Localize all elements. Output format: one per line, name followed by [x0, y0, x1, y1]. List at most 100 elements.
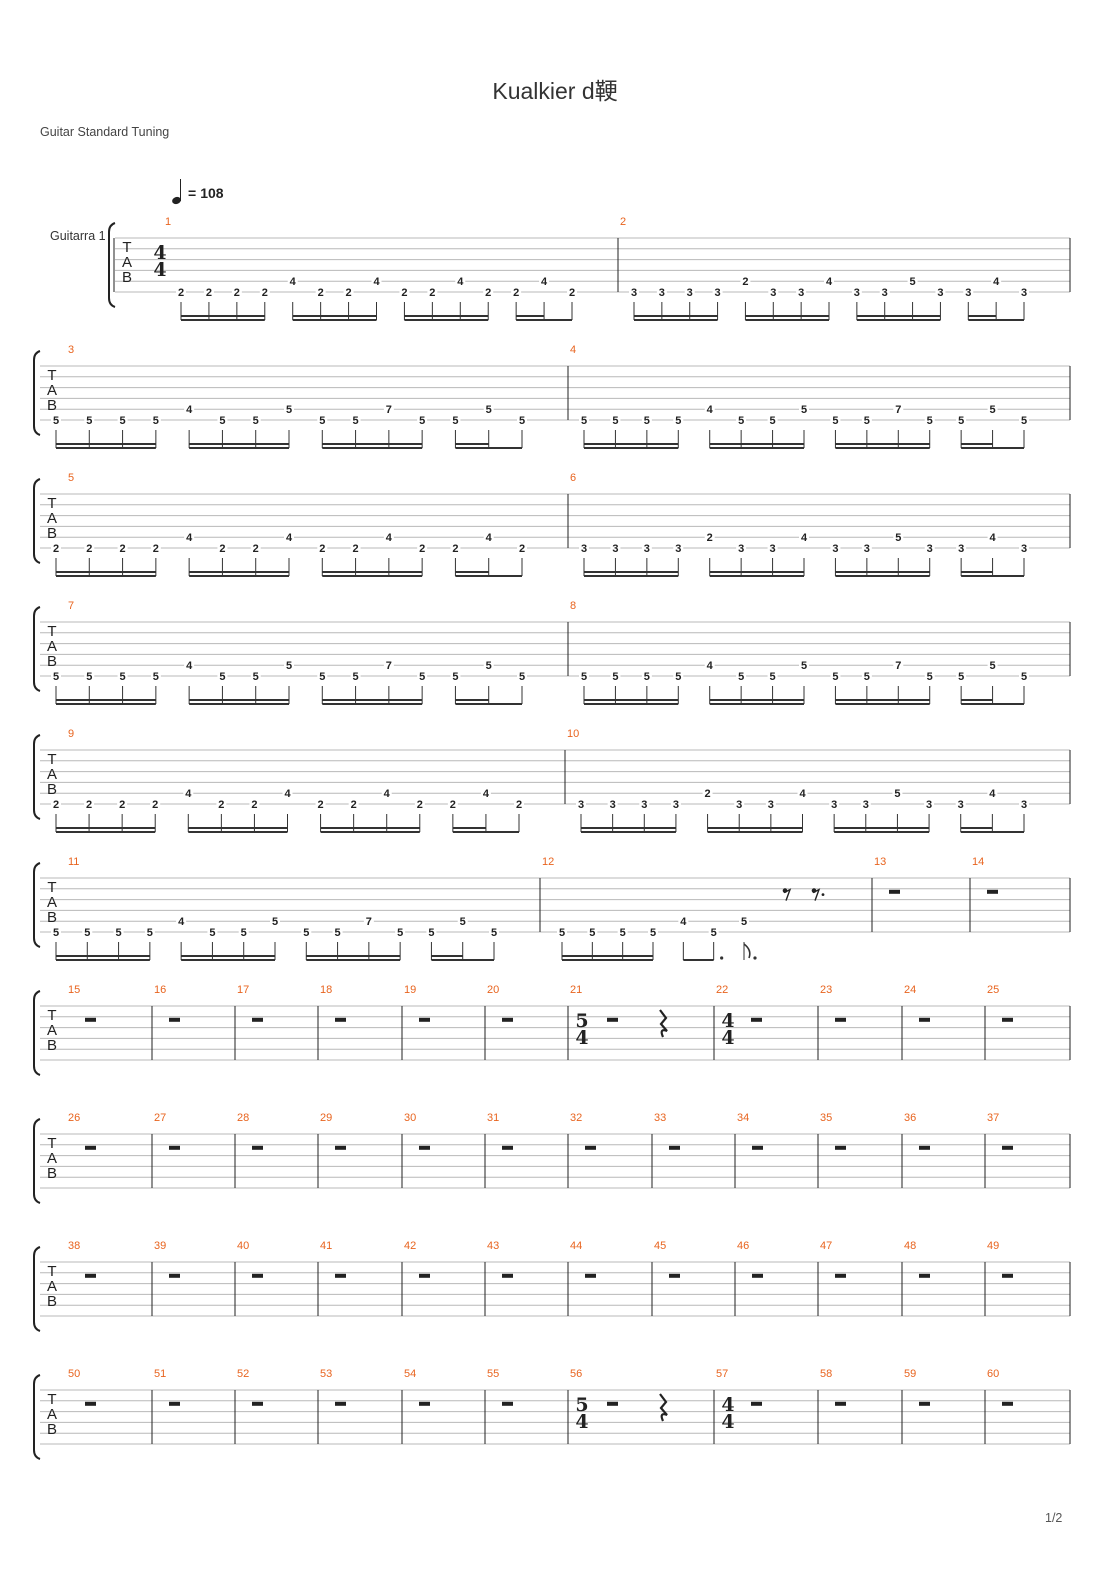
fret-bg	[704, 404, 715, 416]
fret-bg	[51, 927, 61, 938]
fret-bg	[371, 276, 382, 288]
fret-bg	[217, 671, 228, 682]
fret-number: 4	[286, 532, 293, 544]
fret-bg	[301, 927, 312, 938]
whole-rest	[335, 1017, 346, 1022]
fret-number: 3	[958, 543, 964, 555]
fret-bg	[517, 415, 527, 426]
fret-bg	[483, 287, 494, 298]
fret-bg	[238, 927, 249, 938]
fret-number: 2	[450, 799, 456, 811]
tab-clef-letter: T	[47, 1007, 56, 1024]
whole-rest	[252, 1017, 263, 1022]
fret-number: 5	[927, 415, 933, 427]
fret-number: 5	[272, 916, 278, 928]
fret-number: 5	[253, 671, 259, 683]
fret-bg	[450, 543, 461, 554]
measure-number: 9	[68, 728, 74, 740]
whole-rest	[502, 1017, 513, 1022]
fret-bg	[656, 287, 667, 298]
system-bracket	[33, 734, 41, 820]
tab-clef-letter: B	[47, 781, 57, 798]
time-signature-top: 4	[153, 242, 166, 264]
quarter-rest	[659, 1393, 668, 1422]
measure-number: 28	[237, 1112, 249, 1124]
measure-number: 22	[716, 984, 728, 996]
fret-number: 4	[707, 404, 714, 416]
fret-bg	[610, 415, 621, 426]
fret-bg	[417, 415, 428, 426]
tab-clef-letter: A	[47, 510, 57, 527]
whole-rest	[419, 1401, 430, 1406]
system-bracket	[108, 222, 116, 308]
fret-bg	[987, 532, 998, 544]
fret-bg	[511, 287, 522, 298]
fret-number: 5	[219, 415, 225, 427]
fret-bg	[924, 799, 935, 810]
fret-bg	[956, 671, 967, 682]
fret-number: 5	[832, 415, 838, 427]
fret-number: 5	[419, 415, 425, 427]
fret-number: 3	[958, 799, 964, 811]
measure-number: 35	[820, 1112, 832, 1124]
fret-bg	[641, 671, 652, 682]
fret-number: 4	[186, 660, 193, 672]
fret-number: 3	[578, 799, 584, 811]
fret-bg	[767, 543, 778, 554]
measure-number: 24	[904, 984, 916, 996]
fret-number: 2	[86, 799, 92, 811]
tab-clef-letter: A	[47, 638, 57, 655]
system-bracket	[33, 350, 41, 436]
measure-number: 27	[154, 1112, 166, 1124]
fret-number: 4	[486, 532, 493, 544]
tab-clef-letter: T	[47, 1391, 56, 1408]
time-signature-bottom: 4	[575, 1027, 588, 1049]
fret-bg	[1019, 799, 1029, 810]
fret-number: 3	[715, 287, 721, 299]
tab-clef-letter: T	[47, 1135, 56, 1152]
fret-number: 5	[353, 671, 359, 683]
fret-bg	[797, 788, 808, 800]
whole-rest	[169, 1401, 180, 1406]
tab-clef-letter: T	[47, 1263, 56, 1280]
fret-bg	[270, 916, 280, 928]
whole-rest	[607, 1017, 618, 1022]
fret-bg	[1019, 287, 1029, 298]
fret-bg	[414, 799, 425, 810]
fret-number: 5	[675, 415, 681, 427]
whole-rest	[169, 1017, 180, 1022]
fret-bg	[829, 799, 840, 810]
whole-rest	[502, 1401, 513, 1406]
fret-bg	[576, 799, 586, 810]
fret-number: 3	[768, 799, 774, 811]
measure-number: 12	[542, 856, 554, 868]
fret-bg	[450, 671, 461, 682]
fret-number: 2	[206, 287, 212, 299]
rhythm-dot	[720, 956, 724, 960]
measure-number: 31	[487, 1112, 499, 1124]
whole-rest	[335, 1273, 346, 1278]
fret-number: 2	[119, 799, 125, 811]
tempo-equals: =	[188, 185, 197, 201]
fret-number: 3	[610, 799, 616, 811]
fret-bg	[350, 543, 361, 554]
tab-clef-letter: T	[122, 239, 131, 256]
fret-bg	[765, 799, 776, 810]
tab-clef-letter: T	[47, 751, 56, 768]
fret-bg	[673, 543, 684, 554]
fret-number: 5	[452, 671, 458, 683]
fret-bg	[117, 543, 128, 554]
measure-number: 58	[820, 1368, 832, 1380]
fret-bg	[207, 927, 218, 938]
fret-number: 3	[831, 799, 837, 811]
measure-number: 11	[68, 856, 79, 868]
time-signature-bottom: 4	[575, 1411, 588, 1433]
fret-bg	[117, 415, 128, 426]
system-bracket	[33, 862, 41, 948]
whole-rest	[419, 1017, 430, 1022]
tab-clef-letter: T	[47, 879, 56, 896]
time-signature-top: 4	[721, 1010, 734, 1032]
measure-number: 19	[404, 984, 416, 996]
fret-number: 5	[612, 671, 618, 683]
